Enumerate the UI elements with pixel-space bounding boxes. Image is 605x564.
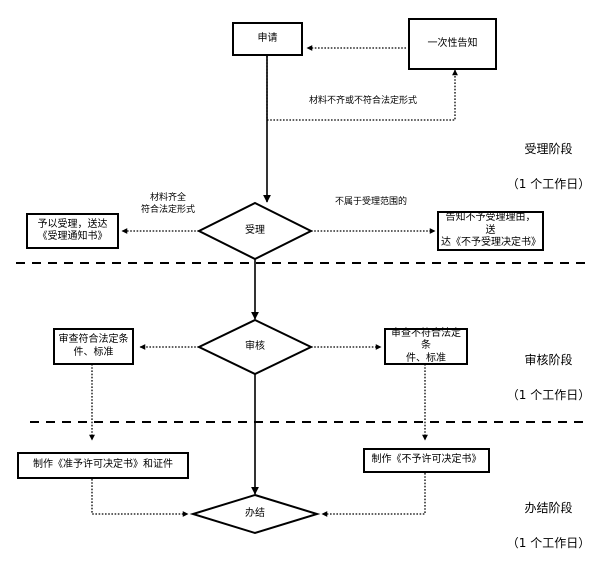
node-grant-label: 制作《准予许可决定书》和证件 — [33, 459, 173, 471]
node-review-fail-label: 审查不符合法定条 件、标准 — [391, 327, 461, 364]
node-accept-yes[interactable]: 予以受理，送达 《受理通知书》 — [26, 213, 119, 249]
stage-review-name: 审核阶段 — [524, 353, 573, 368]
stage-label-completion: 办结阶段 （1 个工作日） — [496, 483, 601, 564]
complete-diamond-shape — [189, 493, 321, 535]
node-accept-no[interactable]: 告知不予受理理由，送 达《不予受理决定书》 — [437, 211, 544, 251]
node-deny[interactable]: 制作《不予许可决定书》 — [363, 448, 490, 473]
stage-acceptance-name: 受理阶段 — [524, 142, 573, 157]
node-accept-label: 受理 — [245, 224, 265, 236]
node-review-pass[interactable]: 审查符合法定条 件、标准 — [53, 328, 134, 365]
node-accept-no-label: 告知不予受理理由，送 达《不予受理决定书》 — [441, 212, 541, 249]
node-one-time-notice-label: 一次性告知 — [427, 37, 478, 49]
node-apply-label: 申请 — [257, 32, 278, 44]
edge-label-incomplete-materials: 材料不齐或不符合法定形式 — [308, 96, 417, 106]
node-apply[interactable]: 申请 — [232, 22, 303, 56]
node-accept[interactable]: 受理 — [225, 221, 285, 241]
node-review[interactable]: 审核 — [225, 337, 285, 357]
node-review-label: 审核 — [245, 340, 265, 352]
stage-completion-duration: （1 个工作日） — [506, 536, 591, 551]
edge-label-materials-complete: 材料齐全 符合法定形式 — [140, 193, 195, 215]
stage-label-review: 审核阶段 （1 个工作日） — [496, 335, 601, 422]
stage-acceptance-duration: （1 个工作日） — [506, 177, 591, 192]
node-complete[interactable]: 办结 — [225, 504, 285, 524]
node-review-pass-label: 审查符合法定条 件、标准 — [58, 334, 129, 358]
stage-review-duration: （1 个工作日） — [506, 388, 591, 403]
stage-label-acceptance: 受理阶段 （1 个工作日） — [496, 124, 601, 211]
node-review-fail[interactable]: 审查不符合法定条 件、标准 — [384, 328, 468, 365]
node-accept-yes-label: 予以受理，送达 《受理通知书》 — [37, 218, 108, 243]
edge-grant-to-complete — [91, 479, 189, 517]
node-complete-label: 办结 — [245, 507, 265, 519]
node-one-time-notice[interactable]: 一次性告知 — [408, 18, 497, 70]
node-grant[interactable]: 制作《准予许可决定书》和证件 — [17, 452, 189, 479]
edge-deny-to-complete — [321, 473, 426, 517]
stage-completion-name: 办结阶段 — [524, 501, 573, 516]
node-deny-label: 制作《不予许可决定书》 — [371, 454, 482, 466]
edge-label-out-of-scope: 不属于受理范围的 — [334, 197, 407, 207]
